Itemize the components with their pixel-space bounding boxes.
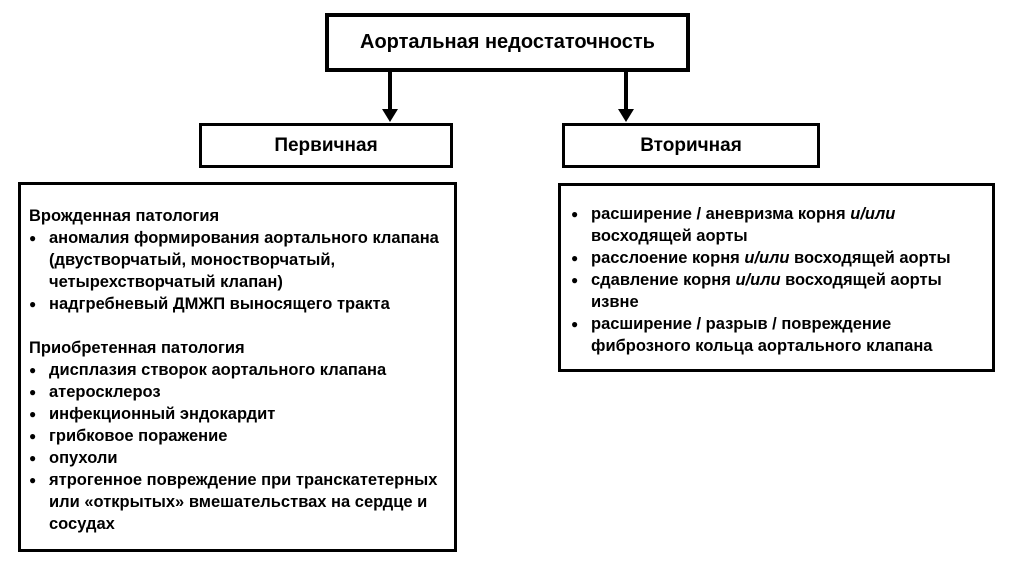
- bullet-icon: ●: [29, 297, 37, 311]
- acquired-section: Приобретенная патология ● дисплазия ство…: [29, 337, 449, 535]
- primary-label-box: Первичная: [199, 123, 453, 168]
- secondary-label-box: Вторичная: [562, 123, 820, 168]
- primary-detail-box: Врожденная патология ● аномалия формиров…: [18, 182, 457, 552]
- bullet-icon: ●: [29, 451, 37, 465]
- list-item: ● расширение / разрыв / повреждение фибр…: [571, 313, 992, 357]
- bullet-icon: ●: [571, 317, 579, 331]
- bullet-icon: ●: [29, 231, 37, 245]
- secondary-list: ● расширение / аневризма корня и/или вос…: [571, 203, 992, 357]
- list-item: ● расслоение корня и/или восходящей аорт…: [571, 247, 992, 269]
- arrow-head-icon: [382, 109, 398, 122]
- list-item: ● надгребневый ДМЖП выносящего тракта: [29, 293, 449, 315]
- bullet-icon: ●: [571, 207, 579, 221]
- secondary-detail-box: ● расширение / аневризма корня и/или вос…: [558, 183, 995, 372]
- arrow-to-secondary: [618, 72, 634, 122]
- bullet-icon: ●: [29, 363, 37, 377]
- bullet-icon: ●: [29, 429, 37, 443]
- bullet-icon: ●: [29, 407, 37, 421]
- list-item: ● аномалия формирования аортального клап…: [29, 227, 449, 293]
- list-item-text: расслоение корня и/или восходящей аорты: [591, 249, 951, 267]
- list-item: ● ятрогенное повреждение при транскатете…: [29, 469, 449, 535]
- list-item: ● сдавление корня и/или восходящей аорты…: [571, 269, 992, 313]
- root-node-label: Аортальная недостаточность: [360, 31, 655, 53]
- list-item-text: ятрогенное повреждение при транскатетерн…: [49, 471, 438, 533]
- list-item-text: опухоли: [49, 449, 118, 467]
- congenital-list: ● аномалия формирования аортального клап…: [29, 227, 449, 315]
- secondary-label: Вторичная: [640, 134, 742, 156]
- arrow-shaft: [388, 72, 392, 110]
- list-item-text: атеросклероз: [49, 383, 161, 401]
- bullet-icon: ●: [29, 385, 37, 399]
- acquired-list: ● дисплазия створок аортального клапана …: [29, 359, 449, 535]
- list-item: ● опухоли: [29, 447, 449, 469]
- list-item: ● дисплазия створок аортального клапана: [29, 359, 449, 381]
- list-item-text: надгребневый ДМЖП выносящего тракта: [49, 295, 390, 313]
- list-item: ● атеросклероз: [29, 381, 449, 403]
- arrow-head-icon: [618, 109, 634, 122]
- acquired-heading: Приобретенная патология: [29, 339, 245, 357]
- congenital-section: Врожденная патология ● аномалия формиров…: [29, 205, 449, 315]
- list-item: ● инфекционный эндокардит: [29, 403, 449, 425]
- list-item: ● расширение / аневризма корня и/или вос…: [571, 203, 992, 247]
- list-item-text: грибковое поражение: [49, 427, 228, 445]
- arrow-to-primary: [382, 72, 398, 122]
- list-item-text: расширение / аневризма корня и/или восхо…: [591, 205, 896, 245]
- primary-label: Первичная: [274, 134, 378, 156]
- list-item-text: дисплазия створок аортального клапана: [49, 361, 387, 379]
- list-item-text: инфекционный эндокардит: [49, 405, 276, 423]
- bullet-icon: ●: [571, 273, 579, 287]
- list-item: ● грибковое поражение: [29, 425, 449, 447]
- bullet-icon: ●: [571, 251, 579, 265]
- bullet-icon: ●: [29, 473, 37, 487]
- list-item-text: расширение / разрыв / повреждение фиброз…: [591, 315, 933, 355]
- arrow-shaft: [624, 72, 628, 110]
- list-item-text: аномалия формирования аортального клапан…: [49, 229, 439, 291]
- list-item-text: сдавление корня и/или восходящей аорты и…: [591, 271, 942, 311]
- congenital-heading: Врожденная патология: [29, 207, 220, 225]
- root-node: Аортальная недостаточность: [325, 13, 690, 72]
